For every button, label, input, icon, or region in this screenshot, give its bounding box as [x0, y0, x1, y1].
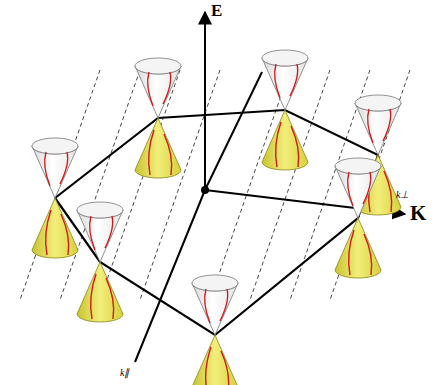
axis-line: [205, 72, 262, 190]
dirac-cone: [335, 158, 381, 278]
axes: [135, 12, 405, 362]
dirac-cone: [32, 138, 78, 258]
energy-axis: [204, 12, 206, 190]
origin-dot: [201, 186, 209, 194]
dirac-cone: [135, 58, 181, 178]
dashed-grid-lines: [20, 70, 410, 300]
dirac-cone: [262, 50, 308, 170]
dashed-line: [20, 70, 100, 300]
k-parallel-axis: [135, 190, 205, 362]
dashed-line: [100, 70, 180, 300]
dirac-cone: [192, 275, 238, 385]
dashed-line: [330, 70, 410, 300]
dashed-line: [250, 70, 330, 300]
dashed-line: [210, 70, 290, 300]
axis-label: k⊥: [396, 190, 409, 200]
axis-label: K: [410, 203, 426, 224]
brillouin-zone-edge: [55, 110, 378, 335]
axis-label: k∥: [120, 368, 129, 378]
dirac-cone: [77, 202, 123, 322]
axis-label: E: [211, 2, 222, 19]
